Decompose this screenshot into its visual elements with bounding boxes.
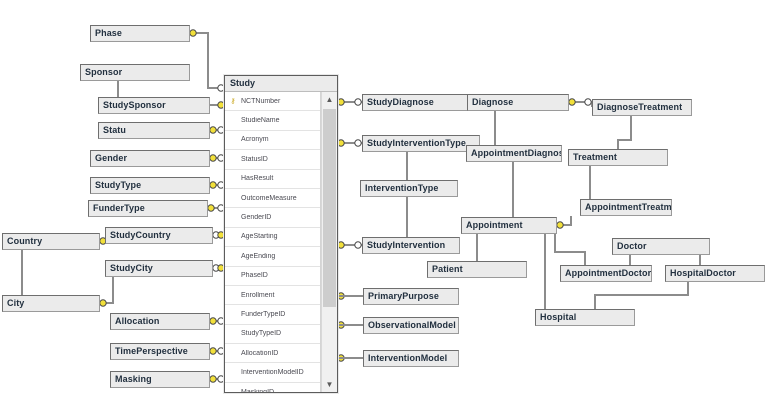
- entity-city[interactable]: City: [2, 295, 100, 312]
- study-field-name: GenderID: [241, 214, 272, 222]
- entity-diagnose[interactable]: Diagnose: [467, 94, 569, 111]
- study-field-row[interactable]: Acronym: [225, 131, 320, 151]
- entity-interventiontype[interactable]: InterventionType: [360, 180, 458, 197]
- entity-fundertype[interactable]: FunderType: [88, 200, 208, 217]
- key-icon: ⚷: [230, 98, 236, 106]
- study-field-row[interactable]: HasResult: [225, 170, 320, 189]
- study-field-row[interactable]: Enrollment: [225, 286, 320, 306]
- entity-studyintervention[interactable]: StudyIntervention: [362, 237, 460, 254]
- study-field-row[interactable]: AllocationID: [225, 344, 320, 364]
- entity-studycity[interactable]: StudyCity: [105, 260, 213, 277]
- chevron-up-icon[interactable]: ▲: [325, 95, 334, 104]
- study-field-row[interactable]: StudyTypeID: [225, 325, 320, 345]
- study-field-row[interactable]: ⚷ NCTNumber: [225, 92, 320, 112]
- chevron-down-icon[interactable]: ▼: [325, 380, 334, 389]
- entity-treatment[interactable]: Treatment: [568, 149, 668, 166]
- entity-timeperspective[interactable]: TimePerspective: [110, 343, 210, 360]
- entity-appointmenttreatment[interactable]: AppointmentTreatment: [580, 199, 672, 216]
- entity-diagnosetreatment[interactable]: DiagnoseTreatment: [592, 99, 692, 116]
- study-scrollbar[interactable]: ▲ ▼: [321, 92, 337, 392]
- scrollbar-thumb[interactable]: [323, 109, 336, 307]
- study-field-row[interactable]: OutcomeMeasure: [225, 189, 320, 209]
- entity-doctor[interactable]: Doctor: [612, 238, 710, 255]
- entity-hospital[interactable]: Hospital: [535, 309, 635, 326]
- study-field-name: PhaseID: [241, 272, 268, 280]
- study-field-row[interactable]: GenderID: [225, 208, 320, 228]
- study-field-name: Enrollment: [241, 291, 275, 299]
- study-field-name: OutcomeMeasure: [241, 194, 297, 202]
- study-field-name: FunderTypeID: [241, 310, 286, 318]
- entity-patient[interactable]: Patient: [427, 261, 527, 278]
- study-field-row[interactable]: AgeStarting: [225, 228, 320, 248]
- study-field-name: MaskingID: [241, 388, 275, 393]
- entity-phase[interactable]: Phase: [90, 25, 190, 42]
- study-field-row[interactable]: AgeEnding: [225, 247, 320, 267]
- study-field-name: AllocationID: [241, 349, 279, 357]
- entity-observationalmodel[interactable]: ObservationalModel: [363, 317, 459, 334]
- entity-sponsor[interactable]: Sponsor: [80, 64, 190, 81]
- study-field-name: HasResult: [241, 175, 274, 183]
- entity-masking[interactable]: Masking: [110, 371, 210, 388]
- entity-allocation[interactable]: Allocation: [110, 313, 210, 330]
- entity-interventionmodel[interactable]: InterventionModel: [363, 350, 459, 367]
- study-field-name: StudyTypeID: [241, 330, 282, 338]
- study-table-title: Study: [225, 76, 337, 92]
- entity-studysponsor[interactable]: StudySponsor: [98, 97, 210, 114]
- entity-statu[interactable]: Statu: [98, 122, 210, 139]
- study-field-row[interactable]: PhaseID: [225, 267, 320, 286]
- entity-country[interactable]: Country: [2, 233, 100, 250]
- entity-appointmentdoctor[interactable]: AppointmentDoctor: [560, 265, 652, 282]
- study-field-row[interactable]: InterventionModelID: [225, 363, 320, 383]
- study-field-name: NCTNumber: [241, 97, 281, 105]
- study-field-name: AgeStarting: [241, 233, 278, 241]
- study-field-row[interactable]: StudieName: [225, 111, 320, 131]
- study-field-name: InterventionModelID: [241, 369, 304, 377]
- entity-studytype[interactable]: StudyType: [90, 177, 210, 194]
- entity-primarypurpose[interactable]: PrimaryPurpose: [363, 288, 459, 305]
- study-field-name: StudieName: [241, 117, 280, 125]
- entity-studydiagnose[interactable]: StudyDiagnose: [362, 94, 470, 111]
- study-field-row[interactable]: StatusID: [225, 150, 320, 170]
- study-field-row[interactable]: FunderTypeID: [225, 305, 320, 325]
- entity-studycountry[interactable]: StudyCountry: [105, 227, 213, 244]
- study-field-row[interactable]: MaskingID: [225, 383, 320, 393]
- entity-gender[interactable]: Gender: [90, 150, 210, 167]
- entity-appointmentdiagnose[interactable]: AppointmentDiagnose: [466, 145, 562, 162]
- study-field-name: Acronym: [241, 136, 269, 144]
- study-field-name: AgeEnding: [241, 252, 276, 260]
- entity-studyinterventiontype[interactable]: StudyInterventionType: [362, 135, 480, 152]
- study-field-name: StatusID: [241, 155, 268, 163]
- entity-appointment[interactable]: Appointment: [461, 217, 557, 234]
- entity-hospitaldoctor[interactable]: HospitalDoctor: [665, 265, 765, 282]
